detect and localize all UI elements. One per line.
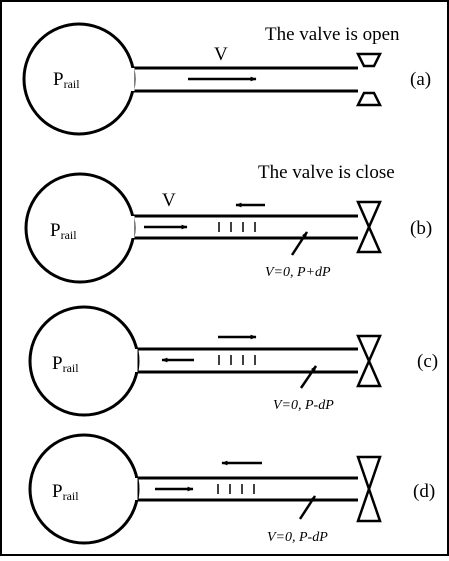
panel-a: The valve is open Prail V (a)	[22, 22, 431, 136]
rail-pressure-label-b: Prail	[50, 220, 77, 242]
condition-label-c: V=0, P-dP	[273, 398, 334, 413]
valve-closed-icon	[356, 200, 382, 254]
rail-pressure-label-c: Prail	[52, 353, 79, 375]
valve-open-icon	[355, 52, 383, 107]
rail-pressure-label-d: Prail	[52, 481, 79, 503]
pressure-wavefront-d	[217, 484, 255, 494]
pointer-arrow-d	[298, 495, 317, 520]
panel-d: Prail V=0, P-dP (d)	[28, 433, 435, 545]
panel-b-label: (b)	[410, 218, 432, 239]
panel-b: The valve is close Prail V V=0, P+dP (b)	[24, 162, 432, 284]
velocity-label-a: V	[214, 44, 228, 65]
panel-d-label: (d)	[413, 481, 435, 502]
pressure-wavefront-c	[218, 355, 256, 365]
velocity-label-b: V	[162, 190, 176, 211]
condition-label-d: V=0, P-dP	[267, 530, 328, 545]
rail-circle-c	[28, 305, 140, 417]
panel-a-label: (a)	[410, 69, 431, 90]
rail-circle-b	[24, 172, 136, 284]
pointer-arrow-c	[299, 365, 318, 389]
pressure-wavefront-b	[218, 222, 256, 232]
valve-closed-icon	[356, 455, 382, 523]
rail-circle-d	[28, 433, 140, 545]
panel-a-header: The valve is open	[265, 24, 400, 45]
condition-label-b: V=0, P+dP	[265, 265, 331, 280]
panel-c: Prail V=0, P-dP (c)	[28, 305, 438, 417]
rail-pressure-label-a: Prail	[53, 69, 80, 91]
valve-closed-icon	[356, 334, 382, 388]
panel-b-header: The valve is close	[258, 162, 395, 183]
pointer-arrow-b	[290, 231, 309, 256]
panel-c-label: (c)	[417, 351, 438, 372]
